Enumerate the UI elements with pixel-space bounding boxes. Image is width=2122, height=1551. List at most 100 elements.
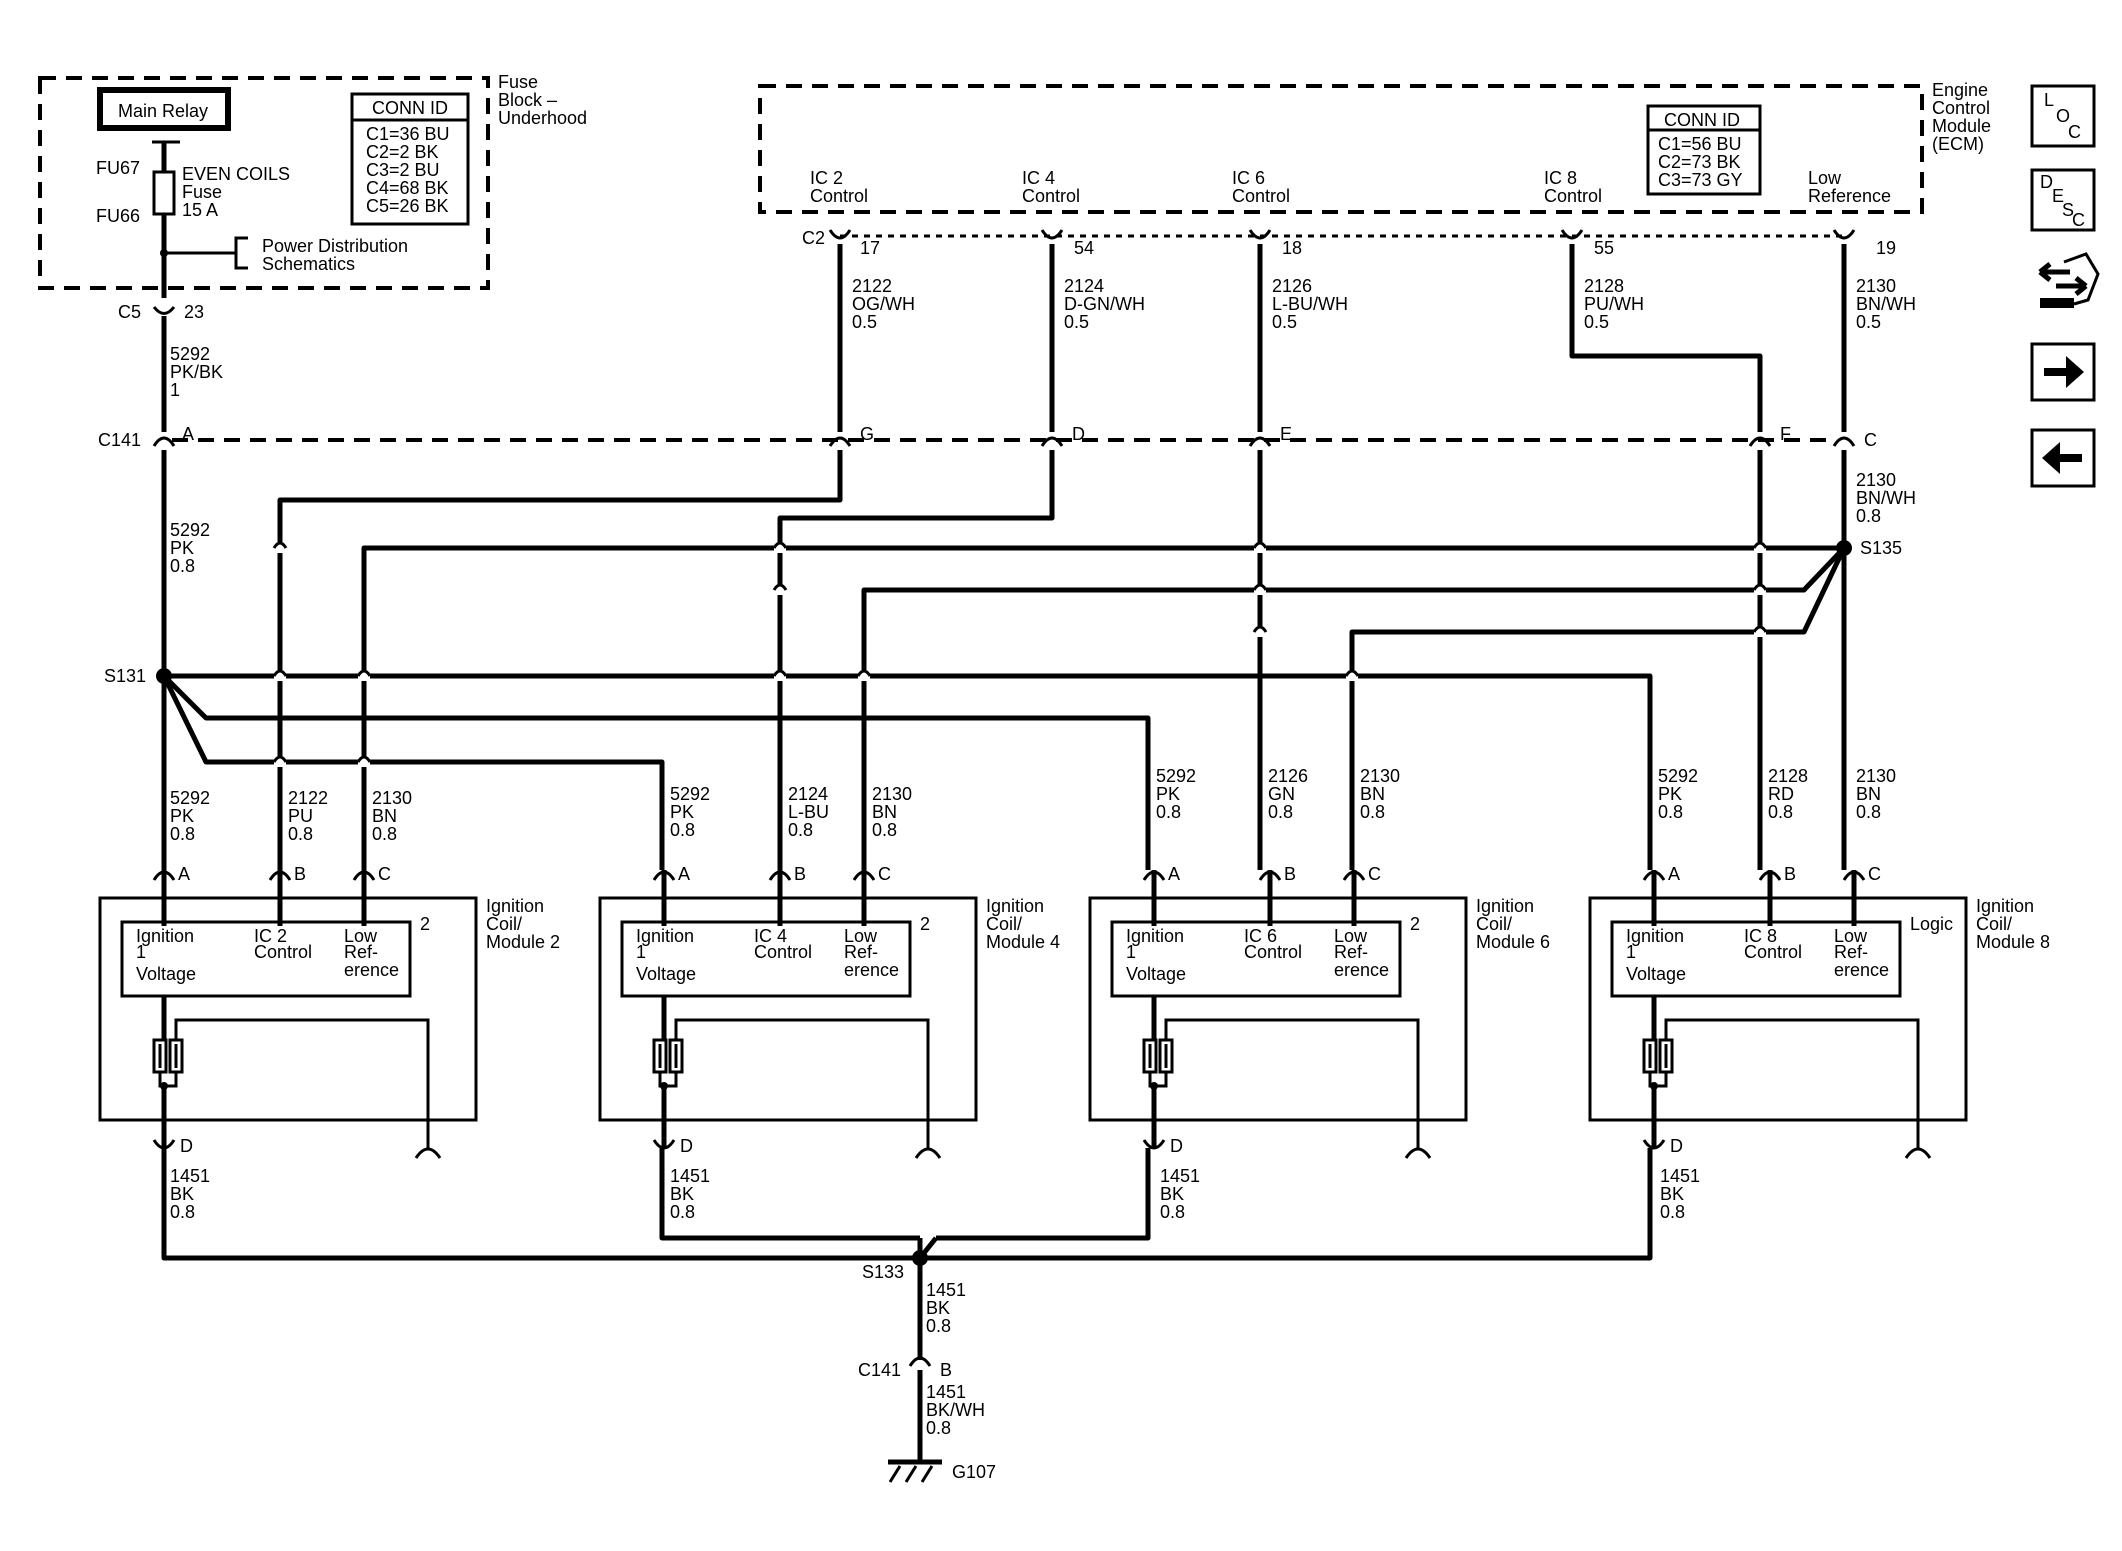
back-button[interactable]	[2030, 428, 2096, 488]
svg-text:1451: 1451	[926, 1382, 966, 1402]
coil-terminal-box	[120, 920, 412, 998]
svg-text:2124: 2124	[788, 784, 828, 804]
svg-text:0.5: 0.5	[1272, 312, 1297, 332]
c2-label: C2	[802, 228, 825, 248]
power-distribution-link[interactable]: Power Distribution Schematics	[262, 236, 408, 274]
svg-text:Module 2: Module 2	[486, 932, 560, 952]
svg-text:0.8: 0.8	[872, 820, 897, 840]
svg-text:Control: Control	[1932, 98, 1990, 118]
svg-text:2128: 2128	[1584, 276, 1624, 296]
svg-text:BN/WH: BN/WH	[1856, 488, 1916, 508]
svg-text:OG/WH: OG/WH	[852, 294, 915, 314]
svg-text:C3=73 GY: C3=73 GY	[1658, 170, 1743, 190]
svg-text:D: D	[2040, 172, 2053, 192]
svg-text:RD: RD	[1768, 784, 1794, 804]
svg-text:C4=68 BK: C4=68 BK	[366, 178, 449, 198]
svg-text:Module 4: Module 4	[986, 932, 1060, 952]
svg-text:2130: 2130	[1856, 470, 1896, 490]
splice-s131	[156, 668, 172, 684]
svg-text:0.8: 0.8	[170, 824, 195, 844]
svg-text:0.8: 0.8	[1156, 802, 1181, 822]
ecm-conn-id-table: CONN ID C1=56 BU C2=73 BK C3=73 GY	[1646, 104, 1762, 196]
fuse-block-boundary	[38, 76, 490, 290]
svg-text:Control: Control	[1544, 186, 1602, 206]
fu66-label: FU66	[96, 206, 140, 226]
svg-text:2130: 2130	[1360, 766, 1400, 786]
svg-text:1451: 1451	[1660, 1166, 1700, 1186]
svg-text:1: 1	[636, 942, 646, 962]
svg-text:BK: BK	[1160, 1184, 1184, 1204]
coil-terminal-box	[1610, 920, 1902, 998]
coil8-wires: 5292 PK 0.8 2128 RD 0.8 2130 BN 0.8	[1658, 766, 1896, 822]
svg-text:Low: Low	[344, 926, 378, 946]
svg-text:Ref-: Ref-	[344, 942, 378, 962]
svg-text:L-BU: L-BU	[788, 802, 829, 822]
next-button[interactable]	[2030, 342, 2096, 402]
svg-text:IC 8: IC 8	[1544, 168, 1577, 188]
svg-text:0.8: 0.8	[926, 1316, 951, 1336]
svg-text:5292: 5292	[1658, 766, 1698, 786]
coil-module-box	[1088, 896, 1468, 1122]
svg-text:BN: BN	[872, 802, 897, 822]
svg-text:1: 1	[1626, 942, 1636, 962]
component-view-button[interactable]	[2038, 252, 2100, 308]
wire-5292-pk: 5292 PK 0.8	[170, 520, 210, 576]
coil4-wires: 5292 PK 0.8 2124 L-BU 0.8 2130 BN 0.8	[670, 784, 912, 840]
svg-text:0.8: 0.8	[1768, 802, 1793, 822]
svg-text:0.8: 0.8	[170, 1202, 195, 1222]
connector-arrows-icon	[2038, 252, 2100, 308]
svg-text:Control: Control	[754, 942, 812, 962]
coil-pin-label: B	[1284, 864, 1296, 884]
svg-text:0.8: 0.8	[788, 820, 813, 840]
wire-2122-og-wh: 2122 OG/WH 0.5	[852, 276, 915, 332]
svg-text:Low: Low	[1808, 168, 1842, 188]
svg-text:IC 6: IC 6	[1244, 926, 1277, 946]
svg-text:PK/BK: PK/BK	[170, 362, 223, 382]
ground-g107: G107	[888, 1459, 996, 1483]
svg-text:0.8: 0.8	[926, 1418, 951, 1438]
svg-text:2126: 2126	[1272, 276, 1312, 296]
svg-text:55: 55	[1594, 238, 1614, 258]
svg-text:C5=26 BK: C5=26 BK	[366, 196, 449, 216]
svg-text:L-BU/WH: L-BU/WH	[1272, 294, 1348, 314]
svg-text:E: E	[2052, 186, 2064, 206]
svg-text:2124: 2124	[1064, 276, 1104, 296]
svg-text:Voltage: Voltage	[136, 964, 196, 984]
svg-text:Ignition: Ignition	[1976, 896, 2034, 916]
coil-connector-pin	[1142, 870, 1166, 881]
svg-text:PK: PK	[1156, 784, 1180, 804]
c141-pin-f: F	[1780, 424, 1791, 444]
s133-label: S133	[862, 1262, 904, 1282]
fu67-label: FU67	[96, 158, 140, 178]
svg-text:0.8: 0.8	[1856, 506, 1881, 526]
svg-text:0.5: 0.5	[1856, 312, 1881, 332]
coil-module-box	[598, 896, 978, 1122]
svg-text:0.8: 0.8	[170, 556, 195, 576]
svg-text:PK: PK	[670, 802, 694, 822]
svg-text:IC 4: IC 4	[1022, 168, 1055, 188]
coil-connector-pin	[1642, 870, 1666, 881]
svg-text:Ignition: Ignition	[986, 896, 1044, 916]
svg-text:Ignition: Ignition	[1126, 926, 1184, 946]
wire-2130-bn-wh: 2130 BN/WH 0.8	[1856, 470, 1916, 526]
svg-text:erence: erence	[844, 960, 899, 980]
svg-text:Block –: Block –	[498, 90, 557, 110]
loc-button[interactable]: L O C	[2030, 84, 2096, 148]
svg-text:BN: BN	[1856, 784, 1881, 804]
svg-text:erence: erence	[344, 960, 399, 980]
svg-text:BK: BK	[1660, 1184, 1684, 1204]
coil-pin-label: B	[294, 864, 306, 884]
svg-text:2128: 2128	[1768, 766, 1808, 786]
s135-label: S135	[1860, 538, 1902, 558]
svg-text:1451: 1451	[170, 1166, 210, 1186]
desc-button[interactable]: D E S C	[2030, 168, 2096, 232]
coil-connector-pin	[152, 870, 176, 881]
